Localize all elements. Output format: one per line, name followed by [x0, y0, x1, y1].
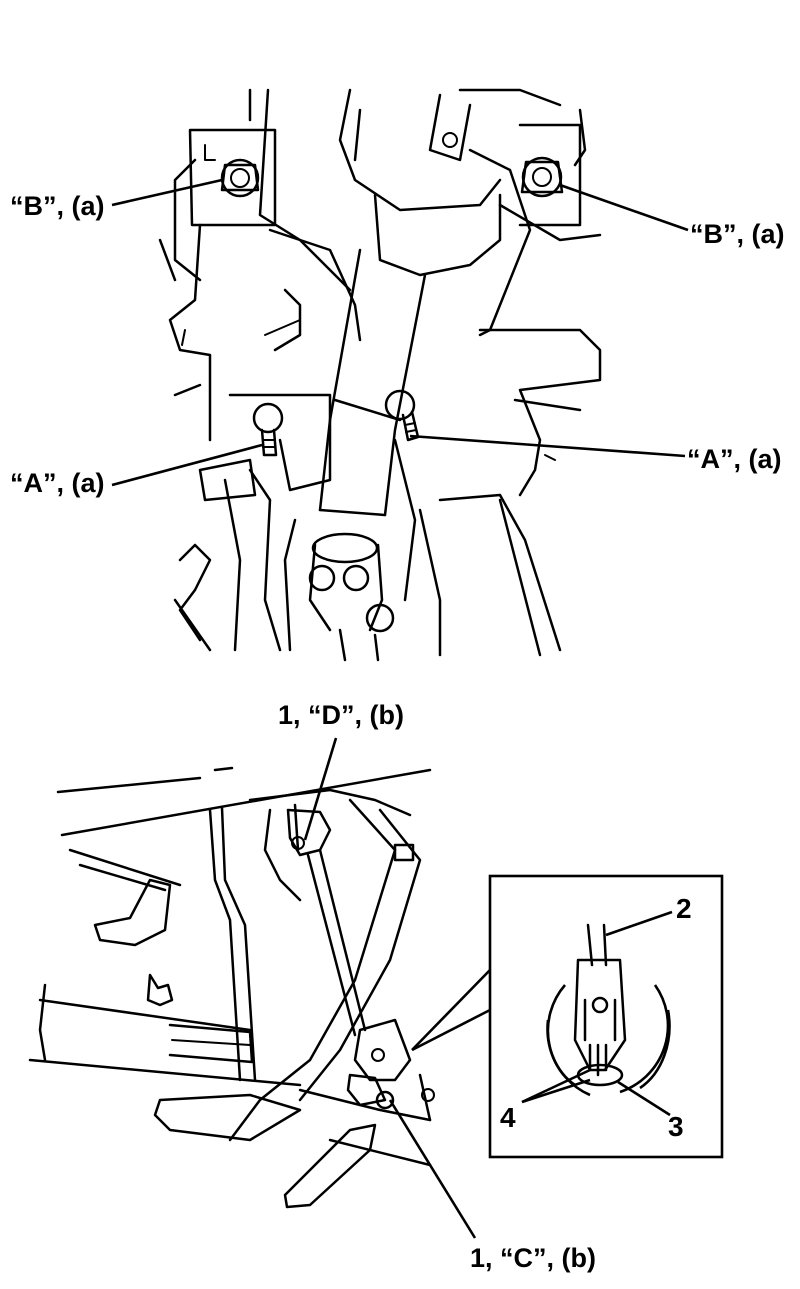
bolt-a-left	[252, 402, 284, 457]
callout-a-right: “A”, (a)	[687, 444, 782, 474]
callout-d: 1, “D”, (b)	[278, 700, 404, 730]
dash-lower-edge	[56, 766, 432, 892]
upper-column-housing	[248, 88, 602, 352]
inset-number-3: 3	[668, 1111, 684, 1142]
detail-inset: 2 3 4	[488, 874, 724, 1159]
bottom-figure: 2 3 4 1, “D”, (b) 1, “C”, (b)	[28, 700, 724, 1273]
bottom-leader-lines	[303, 737, 477, 1239]
callout-b-left: “B”, (a)	[10, 191, 105, 221]
callout-a-left: “A”, (a)	[10, 468, 105, 498]
inset-number-2: 2	[676, 893, 692, 924]
bolt-b-left	[220, 158, 260, 198]
inset-number-4: 4	[500, 1102, 516, 1133]
top-figure: “B”, (a) “B”, (a) “A”, (a) “A”, (a)	[10, 88, 785, 662]
top-leader-lines	[111, 178, 689, 487]
left-dash-bracket	[158, 128, 277, 652]
inset-pointer	[411, 969, 491, 1052]
callout-b-right: “B”, (a)	[690, 219, 785, 249]
callout-c: 1, “C”, (b)	[470, 1243, 596, 1273]
bolt-a-right	[384, 389, 420, 442]
lower-bracket	[198, 328, 602, 657]
left-trim	[28, 806, 302, 1087]
pedal-assembly	[153, 798, 432, 1209]
bolt-b-right	[518, 108, 587, 227]
steering-shaft	[308, 248, 427, 662]
lower-shaft	[263, 803, 435, 1122]
